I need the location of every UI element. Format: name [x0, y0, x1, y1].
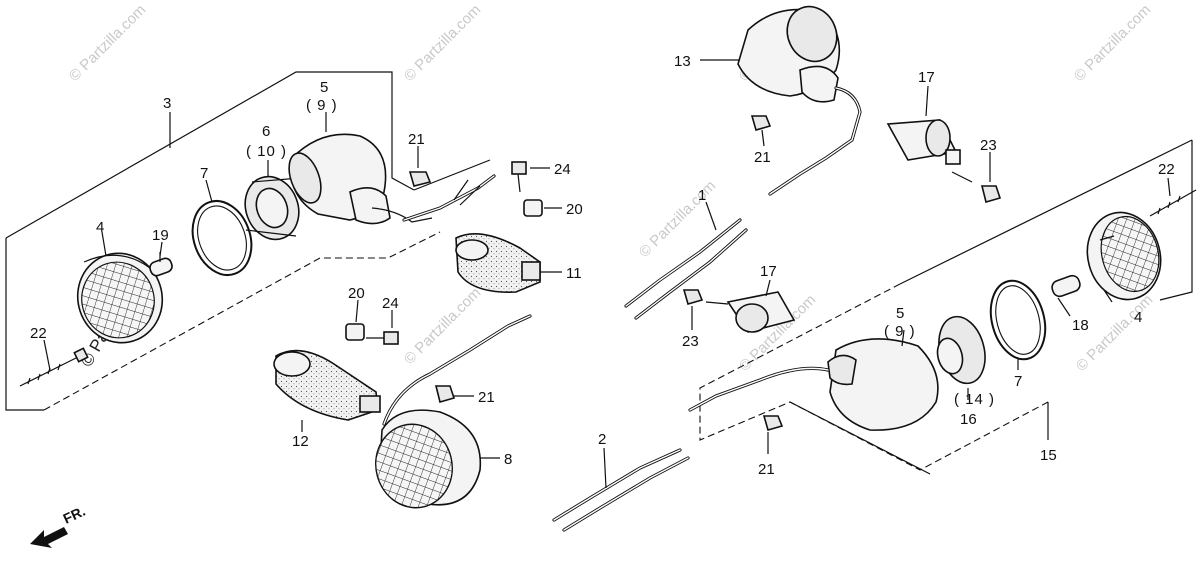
callout-21-b: 21 — [478, 389, 495, 406]
clamp-11 — [455, 232, 541, 293]
callout-16: 16 — [960, 411, 977, 428]
wire-harness-lower-left — [382, 314, 532, 426]
callout-5-right-alt: ( 9 ) — [884, 323, 916, 340]
callout-13: 13 — [674, 53, 691, 70]
callout-5-right: 5 — [896, 305, 904, 322]
nut-21-lower-right — [762, 415, 784, 431]
screw-24-upper — [511, 161, 527, 193]
callout-17-mid: 17 — [760, 263, 777, 280]
callout-22-left: 22 — [30, 325, 47, 342]
callout-labels: 3 4 19 7 6 ( 10 ) 5 ( 9 ) 22 21 24 20 11… — [30, 53, 1175, 478]
assembly-outline-right — [699, 139, 1193, 475]
turn-signal-8 — [375, 409, 482, 509]
callout-5-left: 5 — [320, 79, 328, 96]
callout-8: 8 — [504, 451, 512, 468]
gasket-ring-right — [989, 279, 1047, 361]
screw-24-lower — [366, 331, 399, 345]
bulb-left — [149, 252, 173, 277]
callout-14: ( 14 ) — [954, 391, 995, 408]
callout-21-a: 21 — [408, 131, 425, 148]
callout-19: 19 — [152, 227, 169, 244]
callout-7-right: 7 — [1014, 373, 1022, 390]
callout-17-top: 17 — [918, 69, 935, 86]
callout-20-lower: 20 — [348, 285, 365, 302]
callout-5-left-alt: ( 9 ) — [306, 97, 338, 114]
callout-20-upper: 20 — [566, 201, 583, 218]
callout-24-lower: 24 — [382, 295, 399, 312]
clamp-12 — [273, 349, 381, 421]
wire-harness-2 — [552, 448, 690, 532]
housing-left — [288, 133, 433, 225]
callout-15: 15 — [1040, 447, 1057, 464]
callout-6: 6 — [262, 123, 270, 140]
callout-2: 2 — [598, 431, 606, 448]
front-lens-left — [76, 252, 164, 344]
front-direction-indicator: FR. — [30, 503, 88, 548]
watermark: © Partzilla.com — [1071, 1, 1154, 84]
callout-24-upper: 24 — [554, 161, 571, 178]
nut-23-upper-right — [980, 185, 1002, 203]
housing-right — [688, 338, 939, 431]
assembly-outline-left — [5, 71, 491, 411]
callout-1: 1 — [698, 187, 706, 204]
socket-left — [244, 175, 301, 241]
nut-21-lower-left — [434, 385, 456, 403]
watermark: © Partzilla.com — [401, 1, 484, 84]
callout-21-d: 21 — [758, 461, 775, 478]
callout-4-left: 4 — [96, 219, 104, 236]
watermark: © Partzilla.com — [66, 1, 149, 84]
screw-22-right — [1149, 189, 1197, 217]
gasket-ring-left — [191, 200, 253, 276]
callout-18: 18 — [1072, 317, 1089, 334]
callout-7-left: 7 — [200, 165, 208, 182]
callout-23-a: 23 — [980, 137, 997, 154]
nut-23-middle — [682, 289, 704, 305]
relay-17-middle — [705, 291, 796, 333]
nut-21-upper-right — [750, 115, 772, 131]
socket-right — [936, 315, 986, 385]
callout-23-b: 23 — [682, 333, 699, 350]
direction-label: FR. — [61, 503, 88, 527]
bulb-right — [1051, 274, 1081, 298]
leader-lines — [43, 59, 1171, 489]
callout-6-alt: ( 10 ) — [246, 143, 287, 160]
wire-harness-1 — [624, 218, 748, 320]
callout-11: 11 — [566, 265, 582, 282]
relay-17-top — [886, 119, 973, 183]
screw-22-left — [19, 347, 89, 387]
callout-3: 3 — [163, 95, 171, 112]
callout-12: 12 — [292, 433, 309, 450]
turn-signal-13 — [737, 5, 862, 196]
callout-22-right: 22 — [1158, 161, 1175, 178]
callout-4-right: 4 — [1134, 309, 1142, 326]
watermark: © Partzilla.com — [401, 284, 484, 367]
front-lens-right — [1086, 211, 1162, 301]
nut-21-upper-left — [408, 171, 432, 187]
arrow-left-icon — [30, 527, 68, 548]
callout-21-c: 21 — [754, 149, 771, 166]
collar-20-upper — [523, 199, 543, 217]
wire-harness-upper-left — [402, 174, 496, 222]
collar-20-lower — [345, 323, 365, 341]
